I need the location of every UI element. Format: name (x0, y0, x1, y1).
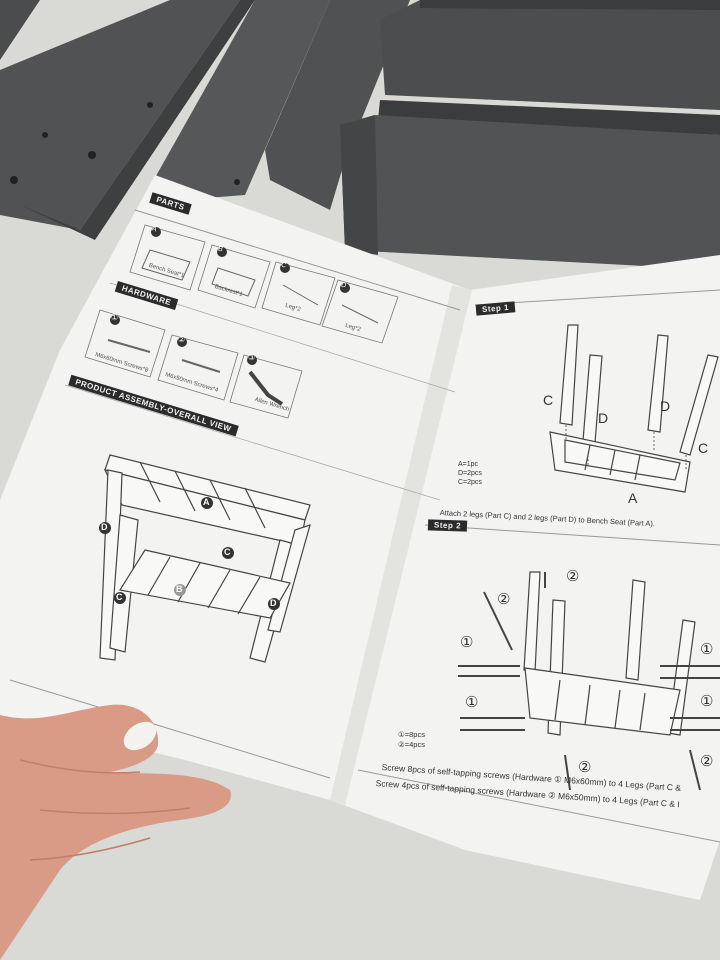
step1-arrows (565, 425, 687, 470)
step2-screws (458, 572, 720, 791)
part-letter-markers (110, 227, 350, 365)
step1-count-c: C=2pcs (458, 479, 482, 486)
bench-slat-1 (380, 0, 720, 110)
parts-boxes (84, 224, 399, 419)
overview-label-b: B (176, 584, 183, 594)
overview-label-c-top: C (224, 547, 231, 557)
overview-label-d-right: D (270, 598, 277, 608)
parts-sketches (107, 249, 379, 406)
step1-count-d: D=2pcs (458, 470, 482, 477)
step1-label-d-right: D (660, 398, 671, 414)
overview-label-c: C (116, 592, 123, 602)
overall-view-markers (99, 497, 280, 610)
step2-count-1: ①=8pcs (398, 730, 425, 739)
step1-label-c-left: C (543, 392, 554, 408)
step2-marker-1-upper: ① (460, 634, 474, 651)
step2-marker-2-right: ② (700, 753, 714, 770)
step2-diagram (523, 571, 696, 736)
step2-counts: ①=8pcs ②=4pcs (398, 730, 425, 750)
step2-marker-2-left: ② (497, 591, 511, 608)
bench-leg-right (265, 0, 410, 210)
step1-count-a: A=1pc (458, 461, 479, 468)
overview-label-d-left: D (101, 522, 108, 532)
bench-slat-2 (340, 115, 720, 270)
hardware-3-num: ③ (248, 353, 256, 362)
step1-label-a: A (628, 490, 638, 506)
hand (0, 704, 231, 960)
step1-diagram (549, 324, 719, 493)
sheet-fold (330, 285, 472, 805)
fingernail (123, 721, 157, 751)
step2-count-2: ②=4pcs (398, 740, 425, 749)
step2-marker-2-bottom: ② (578, 759, 592, 776)
step1-label-d-left: D (598, 410, 609, 426)
step2-marker-2-top: ② (566, 568, 580, 585)
step1-counts: A=1pc D=2pcs C=2pcs (458, 460, 482, 487)
overview-label-a: A (203, 497, 210, 507)
bench-panels (0, 0, 720, 270)
bench-leg-left (0, 0, 240, 230)
step1-label-c-right: C (698, 440, 709, 456)
step2-marker-1-right-upper: ① (700, 641, 714, 658)
hardware-1-num: ① (111, 313, 119, 322)
step2-heading: Step 2 (427, 519, 468, 532)
step2-marker-1-lower: ① (465, 694, 479, 711)
step2-marker-1-right-lower: ① (700, 693, 714, 710)
hardware-2-num: ② (178, 335, 186, 344)
